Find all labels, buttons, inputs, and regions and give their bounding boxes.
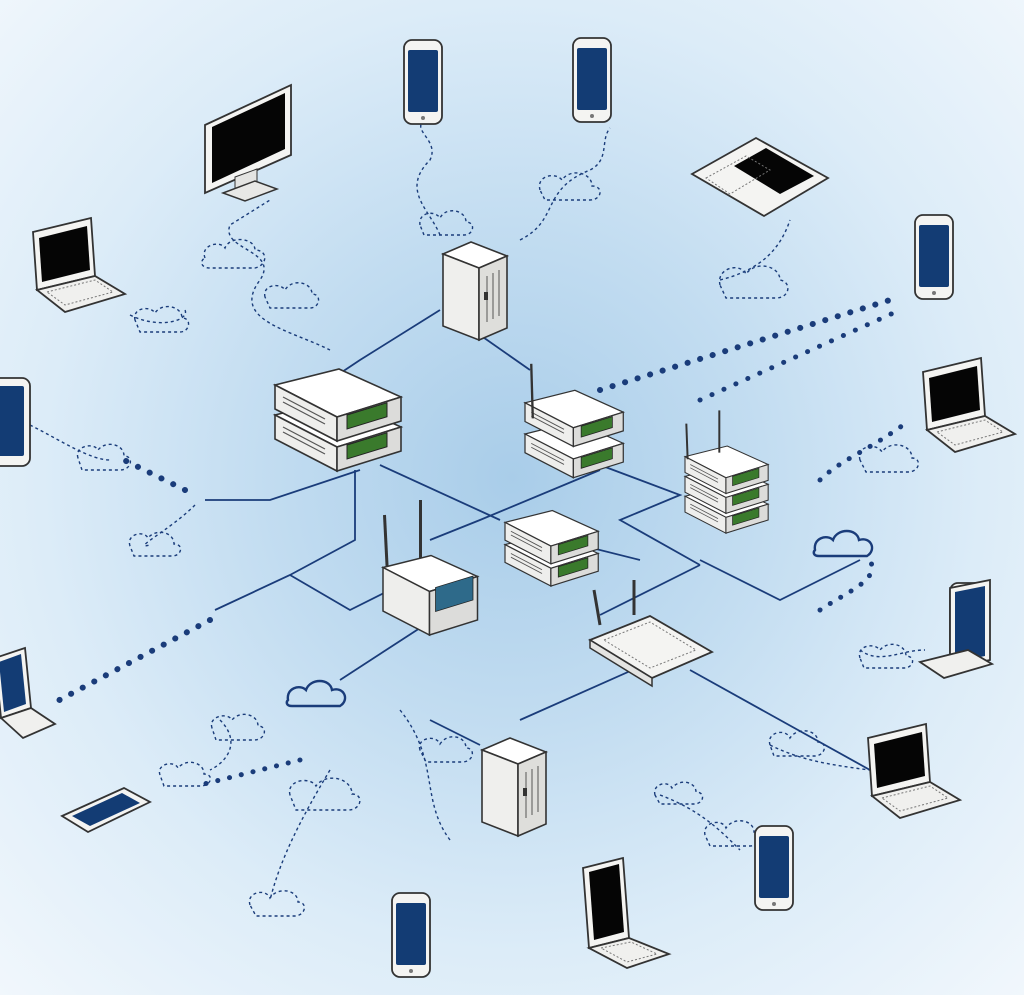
laptop (867, 723, 961, 819)
laptop (690, 136, 830, 218)
smartphone (60, 786, 152, 834)
router (504, 509, 599, 587)
smartphone (754, 825, 794, 911)
core-devices (274, 241, 769, 837)
laptop (917, 578, 995, 679)
smartphone (572, 37, 612, 123)
wireless-links (29, 119, 926, 917)
switch-stack (524, 363, 624, 479)
switch-stack (684, 410, 769, 534)
access-point (380, 500, 480, 637)
smartphone (403, 39, 443, 125)
smartphone (914, 214, 954, 300)
laptop (922, 357, 1016, 453)
laptop (0, 646, 57, 740)
desktop-monitor (204, 83, 292, 202)
laptop (32, 217, 126, 313)
cloud-icon (812, 529, 874, 558)
tower-server (442, 241, 508, 341)
cloud-icon (285, 679, 347, 708)
tablet (0, 377, 31, 467)
access-point (588, 580, 714, 688)
tower-server (481, 737, 547, 837)
end-devices (0, 37, 1016, 978)
switch-stack (274, 368, 402, 472)
laptop (582, 856, 672, 969)
smartphone (391, 892, 431, 978)
